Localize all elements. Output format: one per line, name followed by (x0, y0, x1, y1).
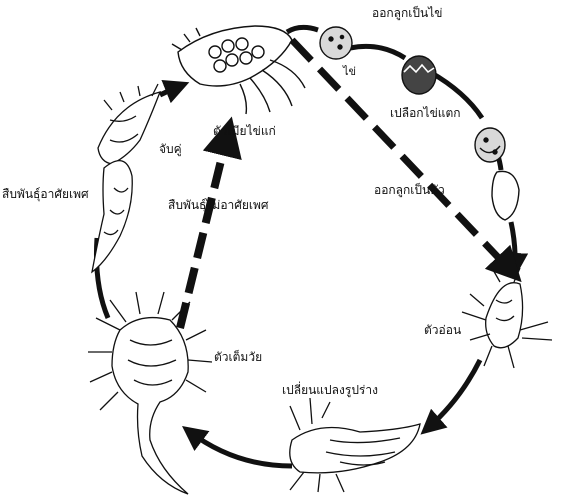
adult-illustration (88, 292, 212, 494)
early-larva-illustration (492, 171, 519, 220)
arrow-larva-to-metamorphosis (428, 360, 480, 428)
shell-breaking-illustration (402, 56, 436, 94)
larva-illustration (462, 268, 552, 368)
arrow-egg-to-larva (511, 222, 515, 268)
label-larva: ตัวอ่อน (424, 324, 461, 336)
arrow-female-to-egg (287, 27, 318, 32)
mating-pair-illustration (92, 84, 160, 272)
label-shell-breaking: เปลือกไข่แตก (390, 107, 461, 119)
label-metamorphosis: เปลี่ยนแปลงรูปร่าง (282, 384, 378, 396)
hatching-embryo-illustration (475, 128, 505, 162)
label-hatch-egg: ออกลูกเป็นไข่ (372, 7, 442, 19)
label-adult: ตัวเต็มวัย (214, 351, 262, 363)
arrow-metamorphosis-to-adult (190, 432, 292, 466)
label-mature-female: ตัวเมียไข่แก่ (213, 125, 276, 137)
label-hatch-live: ออกลูกเป็นตัว (374, 184, 445, 196)
label-mating: จับคู่ (159, 143, 182, 155)
mature-female-illustration (172, 26, 305, 114)
label-egg: ไข่ (343, 66, 356, 77)
metamorphosis-illustration (290, 398, 420, 492)
egg-illustration (320, 27, 352, 59)
arrow-mating-to-female (160, 86, 180, 95)
label-asexual-reproduction: สืบพันธุ์ไม่อาศัยเพศ (168, 199, 269, 211)
label-sexual-reproduction: สืบพันธุ์อาศัยเพศ (2, 188, 89, 200)
arrow-asexual-dashed (180, 132, 228, 328)
